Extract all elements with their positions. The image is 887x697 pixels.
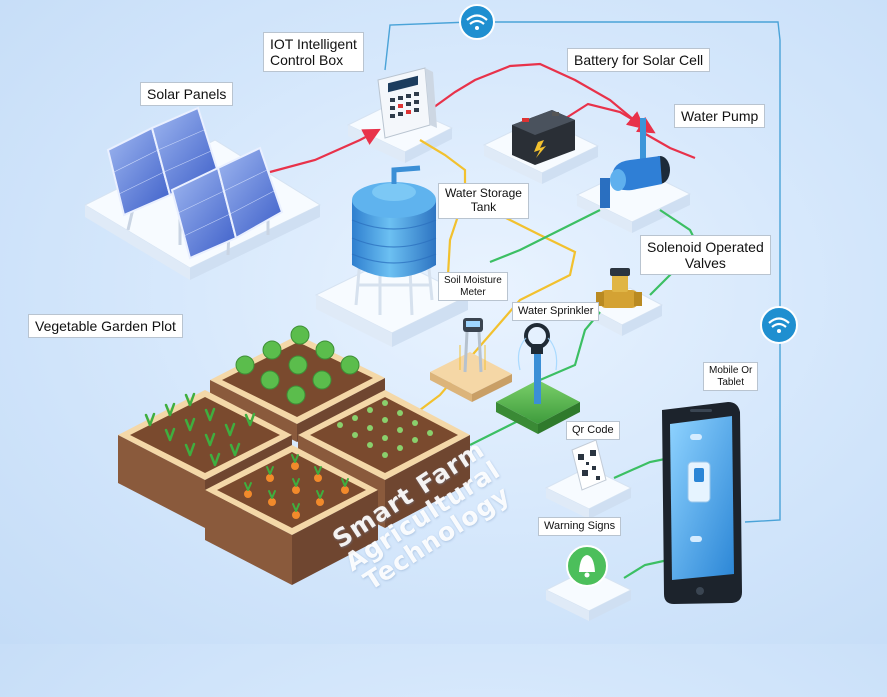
label-qr-code: Qr Code (566, 421, 620, 440)
label-water-pump: Water Pump (674, 104, 766, 129)
sprinkler-icon (496, 323, 580, 434)
label-solar-panels: Solar Panels (140, 82, 234, 107)
wifi-icon (459, 4, 495, 40)
solenoid-valve-icon (596, 268, 642, 308)
label-mobile-or-tablet: Mobile Or Tablet (703, 362, 759, 391)
wifi-icon (760, 306, 798, 344)
label-water-storage-tank: Water Storage Tank (438, 183, 529, 219)
vegetable-garden-plots (118, 325, 470, 585)
solar-panel-icon (106, 106, 284, 260)
control-box-icon (377, 67, 437, 139)
label-solenoid-valves: Solenoid Operated Valves (640, 235, 771, 276)
label-iot-control-box: IOT Intelligent Control Box (263, 32, 364, 73)
label-water-sprinkler: Water Sprinkler (512, 302, 600, 321)
water-pump-icon (600, 118, 670, 208)
qr-code-icon (571, 439, 607, 491)
label-vegetable-garden-plot: Vegetable Garden Plot (28, 314, 183, 339)
smartphone-icon (662, 402, 742, 604)
label-soil-moisture-meter: Soil Moisture Meter (438, 272, 508, 301)
label-warning-signs: Warning Signs (538, 517, 622, 536)
soil-meter-icon (430, 318, 512, 402)
smart-farm-diagram (83, 4, 798, 621)
label-battery: Battery for Solar Cell (567, 48, 711, 73)
bell-icon (566, 545, 608, 587)
battery-icon (512, 110, 575, 165)
water-tank-icon (351, 165, 437, 316)
